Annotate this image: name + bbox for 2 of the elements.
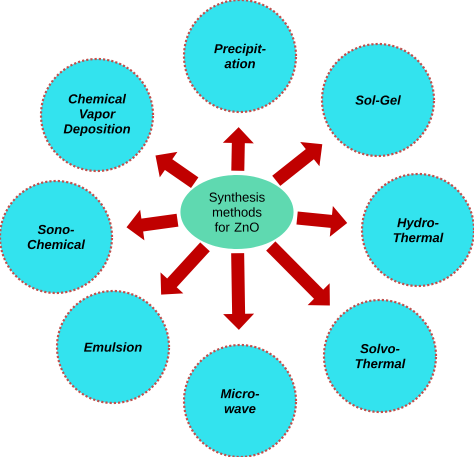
block-arrow [266, 241, 330, 306]
block-arrow [272, 142, 322, 186]
